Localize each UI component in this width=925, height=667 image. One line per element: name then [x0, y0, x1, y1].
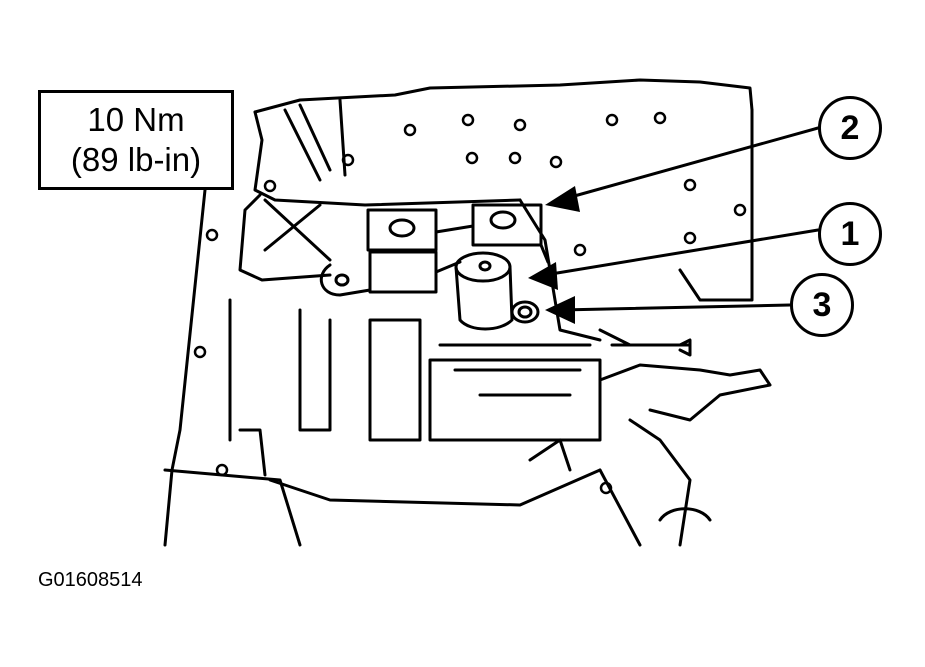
bolt-hole	[733, 203, 747, 217]
mounting-ear	[319, 263, 372, 297]
arrow-head-2	[545, 186, 580, 212]
bracket-bolt-hole-right	[489, 210, 517, 230]
bolt-hole	[549, 155, 563, 169]
figure-id: G01608514	[38, 569, 143, 591]
case-detail-left	[228, 298, 332, 477]
case-detail-channels	[438, 343, 592, 397]
fitting-right	[610, 338, 692, 357]
case-detail-center	[368, 318, 602, 442]
leader-line-1	[543, 228, 820, 277]
mounting-ear-hole	[334, 273, 350, 287]
valve-body-plate-top	[253, 78, 754, 114]
housing-outline	[163, 188, 207, 547]
torque-imperial: (89 lb-in)	[70, 141, 202, 178]
solenoid-body	[454, 265, 514, 331]
bolt-hole	[215, 463, 229, 477]
bolt-hole	[461, 113, 475, 127]
arrow-head-3	[545, 296, 575, 324]
bolt-hole	[341, 153, 355, 167]
solenoid-center-hole	[478, 260, 492, 272]
solenoid-bracket-upper-left	[366, 208, 438, 252]
torque-spec-box: 10 Nm (89 lb-in)	[38, 90, 234, 190]
solenoid-bracket-link	[434, 224, 550, 274]
callout-3: 3	[790, 273, 854, 337]
bolt-hole	[263, 179, 277, 193]
housing-right-bottom	[598, 468, 642, 547]
bolt-hole	[653, 111, 667, 125]
callout-2: 2	[818, 96, 882, 160]
case-round-feature	[658, 507, 712, 522]
bolt-hole	[465, 151, 479, 165]
o-ring-seal	[510, 300, 540, 324]
valve-body-right-edge	[678, 108, 754, 302]
case-detail-bracket	[598, 328, 692, 547]
bolt-hole	[513, 118, 527, 132]
solenoid-bracket-lower-left	[368, 250, 438, 294]
bolt-hole	[605, 113, 619, 127]
bolt-hole	[193, 345, 207, 359]
case-detail-right	[598, 363, 772, 422]
bolt-hole	[599, 481, 613, 495]
solenoid-top	[454, 251, 512, 283]
bolt-hole	[205, 228, 219, 242]
bracket-bolt-hole-left	[388, 218, 416, 238]
housing-bottom-edge	[163, 468, 302, 547]
bolt-hole	[683, 178, 697, 192]
callout-1: 1	[818, 202, 882, 266]
bolt-hole	[508, 151, 522, 165]
case-bottom-lines	[268, 438, 602, 507]
o-ring-inner	[517, 305, 533, 319]
leader-line-2	[558, 126, 820, 202]
valve-body-ribs	[263, 98, 347, 262]
torque-metric: 10 Nm	[87, 101, 185, 138]
bolt-hole	[683, 231, 697, 245]
bolt-hole	[573, 243, 587, 257]
arrow-head-1	[528, 262, 558, 290]
valve-body-plate-lower	[238, 193, 332, 282]
bolt-hole	[403, 123, 417, 137]
valve-body-plate-left	[253, 110, 522, 207]
leader-line-3	[558, 303, 792, 312]
